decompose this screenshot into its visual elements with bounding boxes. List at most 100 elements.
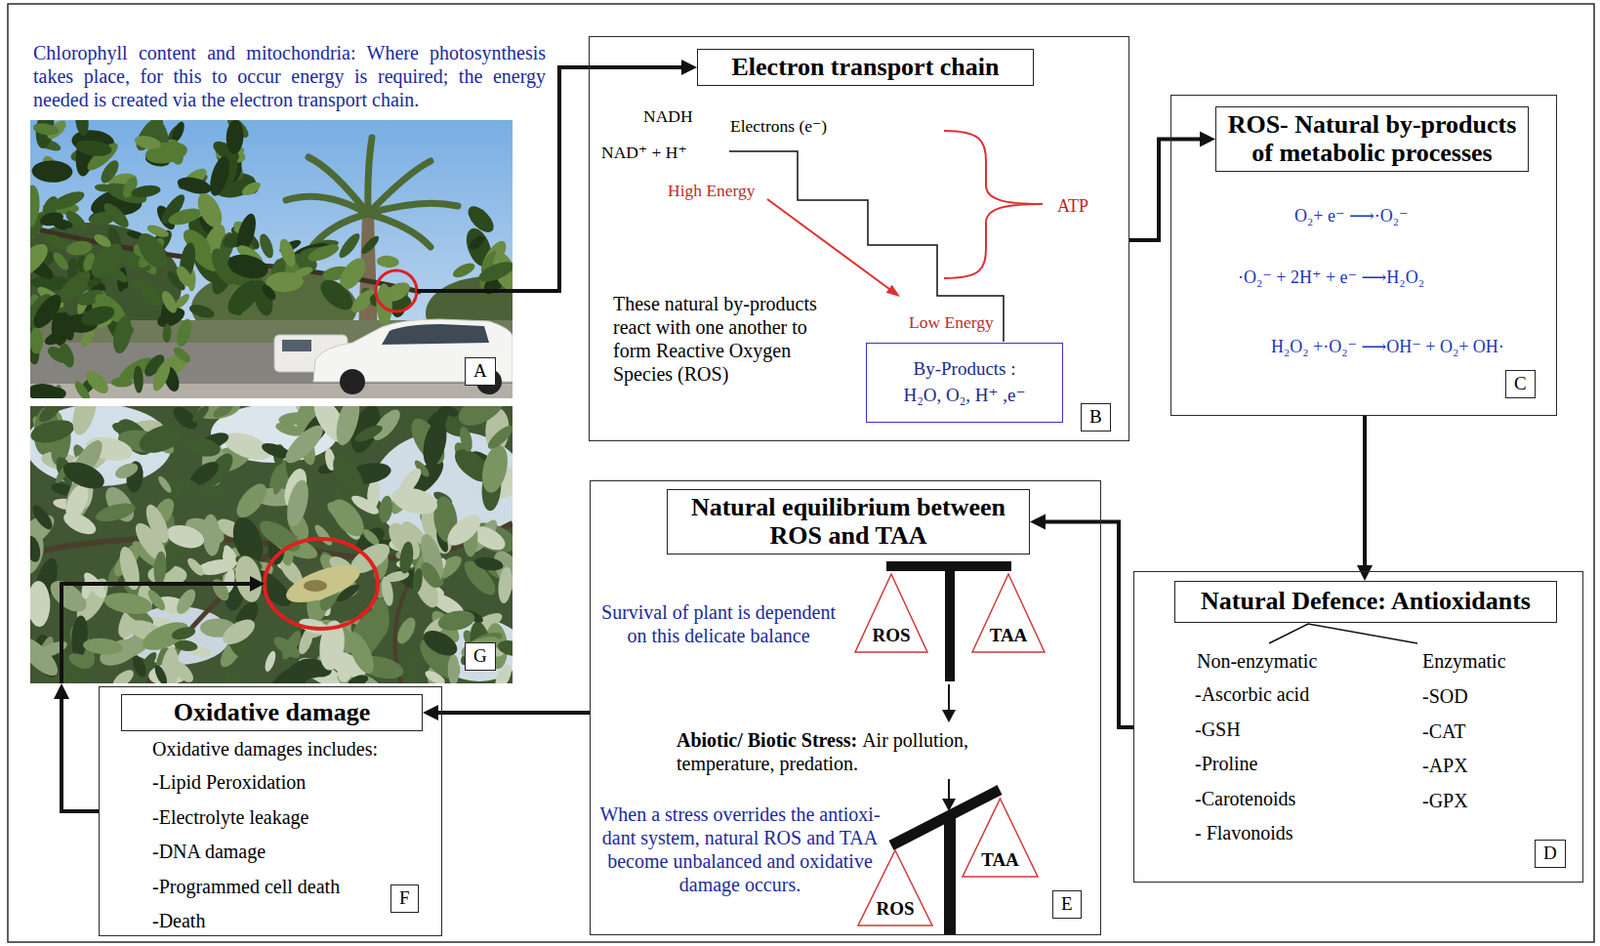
leaf: [170, 624, 198, 642]
leaf: [404, 651, 419, 684]
equation: O₂+ e⁻ ⟶·O₂⁻: [1294, 205, 1409, 228]
balance-triangle: TAA: [960, 796, 1040, 879]
leaf: [145, 587, 169, 614]
leaf: [436, 607, 477, 633]
panel-box: Survival of plant is dependent on this d…: [589, 480, 1102, 936]
arrow-head: [886, 285, 901, 297]
arrow-head: [249, 575, 265, 592]
photo-panel: A: [30, 120, 513, 399]
leaf: [93, 499, 138, 526]
leaf: [141, 501, 173, 546]
balance-triangle: TAA: [970, 572, 1047, 655]
leaf: [30, 631, 64, 682]
leaf: [164, 521, 207, 553]
leaf: [201, 513, 221, 557]
leaf: [50, 249, 72, 273]
highlight-circle: [375, 270, 417, 312]
list-heading: Non-enzymatic: [1196, 649, 1317, 673]
arrow-head: [1356, 565, 1373, 581]
leaf: [448, 654, 460, 684]
list-item: -DNA damage: [152, 839, 266, 863]
arrow-head: [681, 59, 698, 76]
equation: ·O₂⁻ + 2H⁺ + e⁻ ⟶H₂O₂: [1237, 267, 1425, 289]
box-text: Electron transport chain: [732, 53, 1000, 83]
text-group: Abiotic/ Biotic Stress:Air pollution, te…: [676, 728, 1004, 776]
leaf: [225, 250, 271, 283]
photo-a: [30, 120, 513, 399]
leaf: [175, 174, 213, 198]
leaf: [457, 425, 475, 453]
molecule-label: NAD⁺ + H⁺: [601, 142, 688, 164]
leaf: [30, 580, 51, 627]
leaf: [167, 656, 197, 684]
damaged-spot: [303, 579, 328, 592]
connector-line: [1043, 522, 1134, 729]
leaf: [130, 183, 163, 200]
triangle-label: TAA: [970, 625, 1047, 647]
leaf: [205, 154, 234, 199]
leaf: [172, 585, 200, 616]
leaf: [271, 471, 287, 496]
panel-letter: A: [464, 357, 496, 386]
leaf: [173, 317, 195, 349]
leaf: [56, 341, 78, 370]
leaf: [419, 625, 462, 661]
connector-arrow: [422, 704, 590, 721]
leaf: [222, 663, 245, 684]
list-item: -Proline: [1194, 751, 1258, 776]
balance-triangle: ROS: [856, 848, 935, 928]
leaf: [262, 650, 278, 674]
energy-label: High Energy: [667, 180, 756, 202]
list-item: -Ascorbic acid: [1194, 682, 1310, 706]
triangle-label: ROS: [853, 625, 930, 647]
leaf: [410, 567, 424, 594]
connector-arrow: [1029, 514, 1134, 729]
list-item: -Death: [152, 908, 206, 933]
leaf: [280, 419, 329, 468]
damaged-leaf: [282, 557, 366, 611]
panel-letter: B: [1080, 403, 1111, 432]
leaf: [132, 365, 144, 394]
leaf: [405, 412, 452, 469]
list-item: -GPX: [1422, 788, 1469, 813]
connector-line: [512, 67, 684, 291]
leaf: [466, 233, 487, 252]
leaf: [343, 628, 379, 678]
equation: H₂O₂ +·O₂⁻ ⟶OH⁻ + O₂+ OH·: [1271, 336, 1505, 359]
leaf: [82, 636, 124, 657]
energy-label: Low Energy: [908, 312, 994, 333]
figure-frame: [7, 3, 1595, 943]
leaf: [74, 120, 90, 137]
sky: [30, 120, 513, 399]
connector-line: [61, 697, 99, 812]
leaf: [165, 137, 187, 167]
branch-line: [1269, 623, 1418, 644]
box-text: By-Products :: [912, 356, 1016, 383]
truck-window: [282, 339, 312, 352]
leaf: [193, 189, 228, 232]
leaf: [30, 238, 53, 282]
leaf: [187, 301, 216, 321]
leaf: [256, 232, 276, 260]
leaf: [452, 406, 510, 433]
leaf: [32, 122, 60, 137]
leaf: [473, 555, 504, 573]
leaf: [110, 666, 137, 684]
title-box: Natural Defence: Antioxidants: [1174, 580, 1558, 623]
leaf: [70, 615, 89, 659]
electron-label: Electrons (e⁻): [730, 116, 827, 137]
frond: [308, 157, 369, 214]
panel-letter: D: [1534, 839, 1566, 868]
leaf: [145, 222, 170, 240]
photo-panel: G: [30, 406, 513, 684]
frond: [313, 213, 369, 246]
leaf: [74, 137, 113, 159]
leaf: [78, 302, 117, 330]
car-window: [381, 324, 490, 345]
title-box: ROS- Natural by-products of metabolic pr…: [1215, 106, 1529, 172]
foliage: [30, 120, 513, 399]
leaf: [30, 415, 77, 447]
leaf: [39, 209, 66, 228]
leaf: [225, 120, 246, 155]
leaf: [152, 663, 169, 684]
